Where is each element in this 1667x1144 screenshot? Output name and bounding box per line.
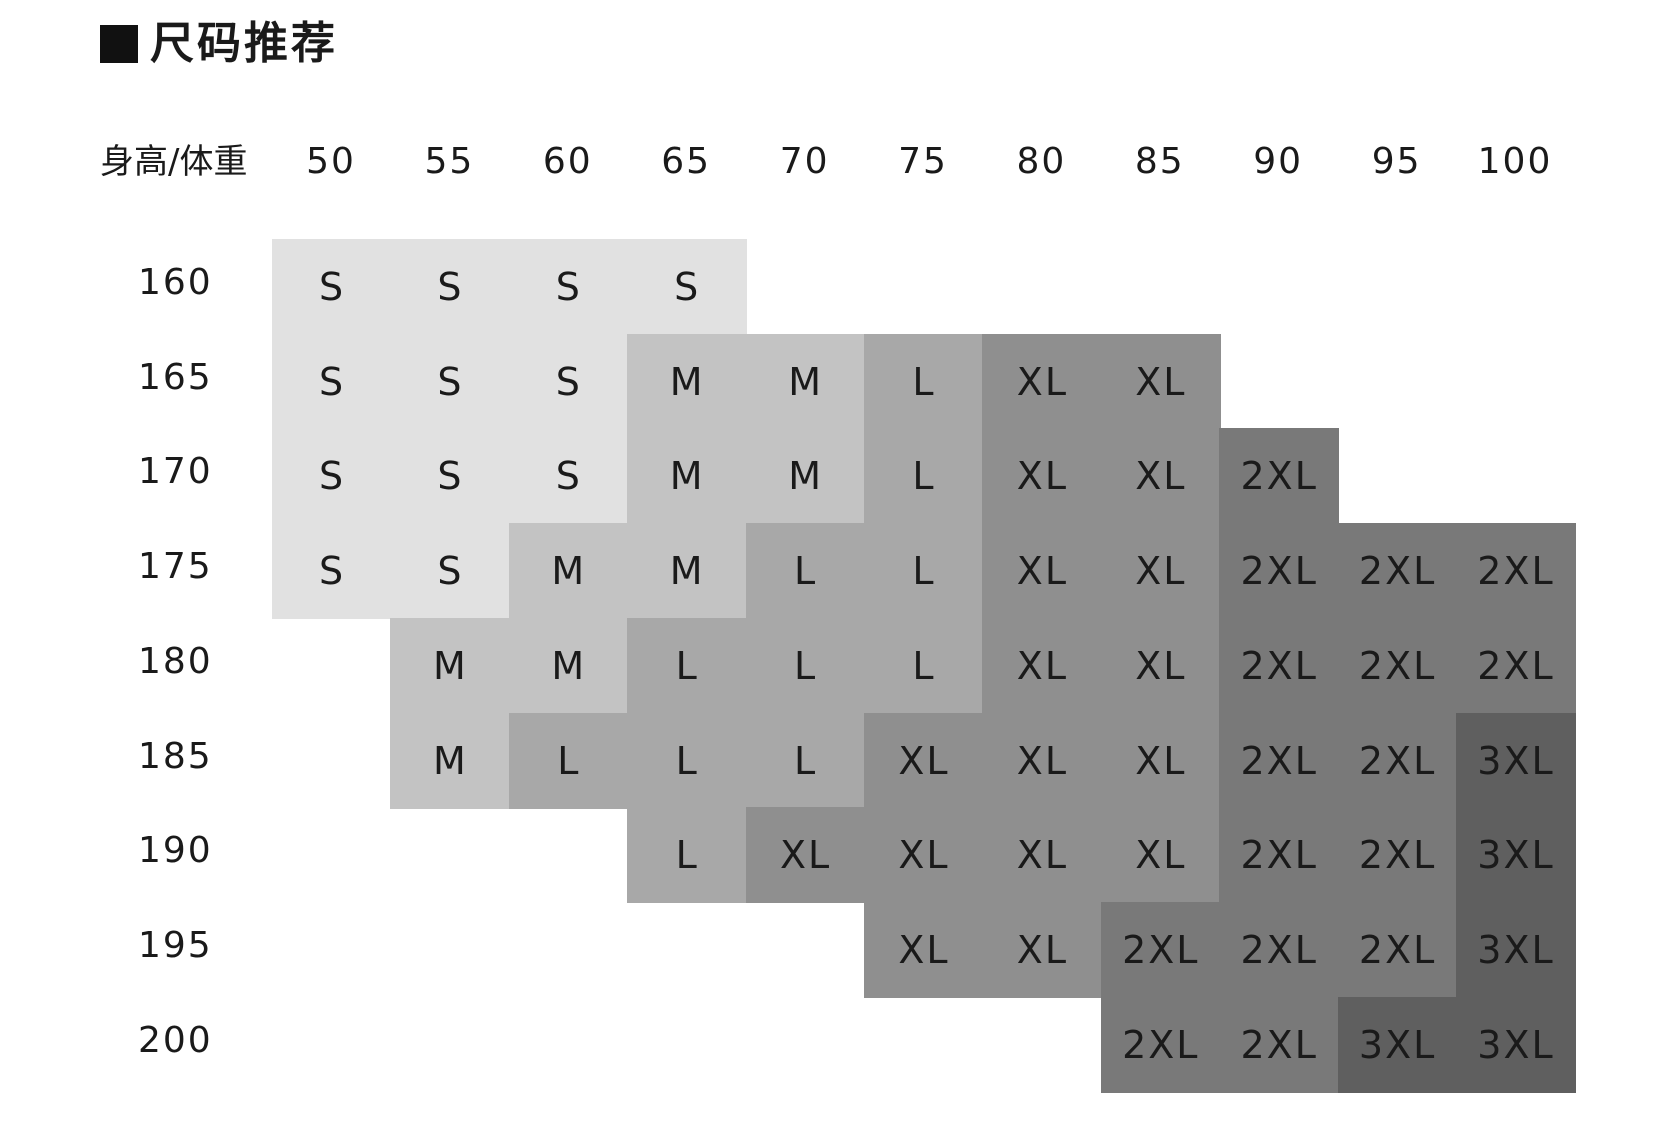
height-label: 175 [138,546,213,588]
size-cell: M [508,617,629,714]
size-cell: 2XL [1219,807,1340,904]
size-cell: L [745,617,866,714]
size-cell: XL [864,901,984,998]
size-cell: 2XL [1337,901,1458,998]
weight-label: 70 [779,141,830,182]
size-cell: XL [982,523,1103,620]
weight-label: 95 [1371,141,1422,182]
size-cell: L [745,523,866,620]
size-cell: S [508,333,629,430]
size-cell: M [627,333,748,430]
size-cell: 3XL [1456,901,1576,998]
weight-label: 75 [898,141,948,182]
size-cell: 2XL [1219,617,1340,714]
size-cell: 2XL [1219,523,1340,620]
size-cell: 2XL [1337,617,1458,714]
size-cell: S [390,239,511,335]
weight-label: 50 [306,141,356,182]
size-cell: XL [745,807,866,904]
size-cell: S [272,523,392,620]
size-cell: M [508,523,629,620]
height-label: 185 [138,735,213,777]
size-cell: M [390,617,511,714]
weight-label: 65 [661,141,712,182]
size-cell: 2XL [1100,901,1221,998]
height-label: 170 [138,451,213,493]
height-label: 195 [138,924,213,966]
title-square-icon [100,25,138,63]
weight-label: 55 [424,141,475,182]
size-cell: 2XL [1219,996,1340,1093]
weight-label: 85 [1134,141,1185,182]
size-cell: L [864,428,984,525]
weight-label: 60 [542,141,593,182]
size-cell: S [390,333,511,430]
size-cell: S [272,428,392,525]
size-cell: XL [1100,428,1221,525]
size-cell: S [627,239,748,335]
size-cell: XL [982,617,1103,714]
size-cell: 3XL [1456,712,1576,809]
weight-label: 90 [1253,141,1304,182]
chart-title: 尺码推荐 [100,14,338,74]
height-label: 200 [138,1019,213,1061]
size-cell: XL [982,428,1103,525]
size-cell: S [390,523,511,620]
size-cell: M [745,428,866,525]
size-cell: XL [1100,333,1221,430]
size-cell: M [627,523,748,620]
height-label: 190 [138,830,213,872]
height-label: 180 [138,640,213,682]
size-cell: XL [1100,807,1221,904]
size-cell: 3XL [1456,807,1576,904]
size-cell: M [627,428,748,525]
size-cell: 2XL [1337,712,1458,809]
size-cell: XL [982,807,1103,904]
size-cell: 2XL [1219,712,1340,809]
size-cell: 2XL [1219,428,1340,525]
size-cell: S [272,333,392,430]
size-cell: M [745,333,866,430]
weight-label: 80 [1016,141,1067,182]
size-cell: 3XL [1456,996,1576,1093]
size-cell: M [390,712,511,809]
size-cell: XL [982,901,1103,998]
size-cell: L [627,617,748,714]
size-cell: L [864,523,984,620]
size-cell: 2XL [1456,617,1576,714]
height-label: 160 [138,262,213,303]
size-cell: S [508,239,629,335]
size-cell: XL [982,712,1103,809]
size-cell: 2XL [1219,901,1340,998]
size-cell: XL [982,333,1103,430]
size-cell: 2XL [1337,807,1458,904]
size-cell: 2XL [1337,523,1458,620]
height-label: 165 [138,356,213,398]
size-cell: XL [1100,523,1221,620]
size-cell: XL [864,712,984,809]
size-cell: S [272,239,392,335]
size-cell: XL [1100,617,1221,714]
size-cell: XL [864,807,984,904]
size-cell: L [508,712,629,809]
size-cell: S [390,428,511,525]
size-cell: L [627,807,748,904]
size-cell: S [508,428,629,525]
title-text: 尺码推荐 [150,18,338,69]
size-cell: 3XL [1337,996,1458,1093]
size-cell: L [745,712,866,809]
corner-label: 身高/体重 [100,142,248,182]
size-cell: L [627,712,748,809]
size-cell: L [864,333,984,430]
weight-label: 100 [1477,141,1553,182]
size-cell: 2XL [1100,996,1221,1093]
size-cell: XL [1100,712,1221,809]
size-cell: L [864,617,984,714]
size-cell: 2XL [1456,523,1576,620]
